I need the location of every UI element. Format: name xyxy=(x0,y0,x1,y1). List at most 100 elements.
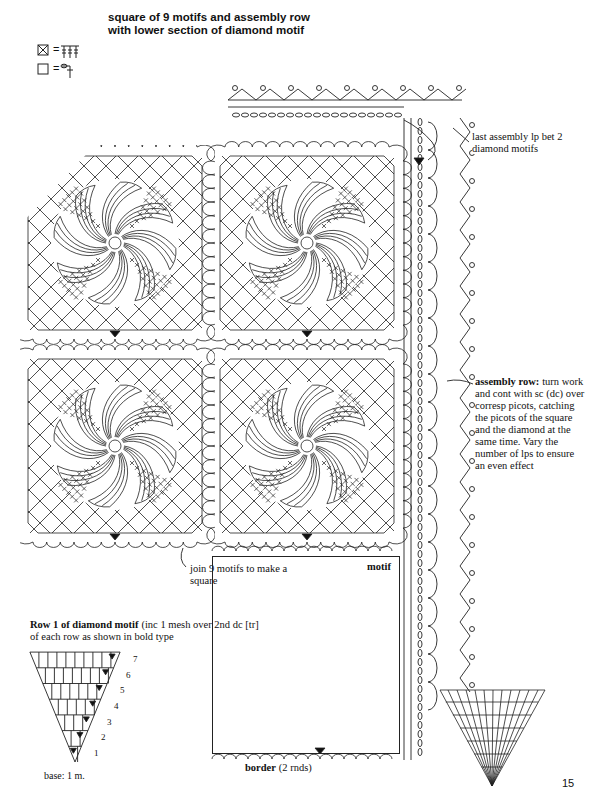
join-mark xyxy=(110,534,120,540)
picot xyxy=(233,86,238,91)
chain-stitch xyxy=(418,289,422,296)
chain-stitch xyxy=(394,113,401,117)
chain-stitch xyxy=(418,406,422,413)
chart-label: 5 xyxy=(120,685,125,695)
chart-label: border xyxy=(245,762,276,773)
row-line xyxy=(69,746,82,747)
petal-swirl xyxy=(246,182,368,304)
chain-stitch xyxy=(418,388,422,395)
lattice-mesh xyxy=(28,359,202,533)
increase-mark xyxy=(103,670,109,675)
chain-stitch xyxy=(418,469,422,476)
picot xyxy=(470,375,475,380)
chain-stitch xyxy=(418,136,422,143)
diamond-mesh xyxy=(446,690,538,786)
text-block: = xyxy=(53,62,63,75)
chain-stitch xyxy=(418,172,422,179)
chain-stitch xyxy=(418,694,422,701)
mesh-bar xyxy=(87,684,88,700)
chart-label: = xyxy=(53,43,59,55)
flower-ground xyxy=(51,382,179,510)
picot xyxy=(470,347,475,352)
chart-label: base: 1 m. xyxy=(44,770,85,781)
mesh-bar xyxy=(56,652,57,668)
chart-label: 15 xyxy=(562,777,574,789)
row-line xyxy=(43,683,107,684)
lattice-mesh xyxy=(28,156,202,330)
mesh-bar xyxy=(60,684,61,700)
chain-stitch xyxy=(418,622,422,629)
increase-mark xyxy=(96,686,102,691)
chain-stitch xyxy=(418,343,422,350)
chain-loops xyxy=(212,754,392,759)
mesh-bar xyxy=(81,668,82,684)
chain-stitch xyxy=(418,667,422,674)
chain-stitch xyxy=(418,532,422,539)
increase-mark xyxy=(83,717,89,722)
chart-label: = xyxy=(53,62,59,74)
row-line xyxy=(49,699,100,700)
center-ring xyxy=(301,237,313,249)
chain-stitch xyxy=(418,298,422,305)
chain-symbol xyxy=(61,64,67,68)
picot xyxy=(429,86,434,91)
chain-stitch xyxy=(376,113,383,117)
chain-stitch xyxy=(418,433,422,440)
chart-label: 1 xyxy=(94,748,99,758)
picot xyxy=(470,627,475,632)
picot-zigzag xyxy=(460,118,470,692)
diamond-outline xyxy=(440,690,545,786)
chain-stitch xyxy=(418,316,422,323)
chain-stitch xyxy=(418,280,422,287)
chain-stitch xyxy=(418,676,422,683)
chain-stitch xyxy=(418,118,422,125)
row-line xyxy=(56,714,95,715)
mesh-bar xyxy=(38,652,39,668)
chain-stitch xyxy=(418,685,422,692)
picot xyxy=(470,571,475,576)
motif-label: motif xyxy=(367,561,391,572)
chart-label: (2 rnds) xyxy=(279,762,312,773)
chain-stitch xyxy=(418,334,422,341)
chart-label: square of 9 motifs and assembly row with… xyxy=(108,11,310,36)
chart-label: last assembly lp bet 2 diamond motifs xyxy=(472,131,562,154)
text-block: Row 1 of diamond motif(inc 1 mesh over 2… xyxy=(30,619,262,643)
chart-label: 2 xyxy=(101,732,106,742)
chain-stitch xyxy=(418,460,422,467)
chain-stitch xyxy=(418,208,422,215)
picot xyxy=(261,86,266,91)
chain-stitch xyxy=(331,113,338,117)
assembly-loops xyxy=(428,122,437,710)
text-block: 6 xyxy=(126,670,133,680)
picot xyxy=(373,86,378,91)
chain-loops xyxy=(212,546,392,551)
mesh-bar xyxy=(64,715,65,731)
motif-frame xyxy=(28,359,202,533)
chain-stitch xyxy=(418,550,422,557)
lattice-mesh xyxy=(220,156,394,330)
text-block: 2 xyxy=(101,732,108,742)
picot xyxy=(470,515,475,520)
chain-stitch xyxy=(418,541,422,548)
mesh-bar xyxy=(74,652,75,668)
text-block: assembly row:turn work and cont with sc … xyxy=(475,376,585,473)
chain-stitch xyxy=(277,113,284,117)
chain-stitch xyxy=(418,235,422,242)
chart-label: assembly row: xyxy=(475,376,539,387)
mesh-bar xyxy=(99,668,100,684)
text-block: 3 xyxy=(107,717,114,727)
chain-stitch xyxy=(418,145,422,152)
mesh-bar xyxy=(72,668,73,684)
chain-stitch xyxy=(418,307,422,314)
join-mark xyxy=(110,331,120,337)
chain-stitch xyxy=(418,199,422,206)
text-block: last assembly lp bet 2 diamond motifs xyxy=(472,131,584,155)
picot xyxy=(470,235,475,240)
chain-stitch xyxy=(418,703,422,710)
mesh-bar xyxy=(85,699,86,715)
mesh-bar xyxy=(73,715,74,731)
chain-stitch xyxy=(418,253,422,260)
chain-stitch xyxy=(418,730,422,737)
picot xyxy=(470,599,475,604)
chain-stitch xyxy=(418,370,422,377)
